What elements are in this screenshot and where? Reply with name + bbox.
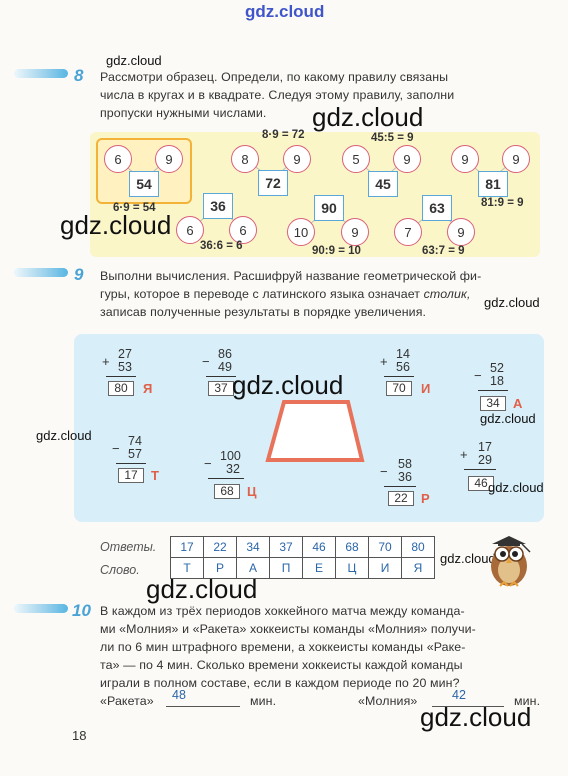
molniya-value: 42 — [452, 688, 466, 702]
answer-cell: 17 — [170, 536, 204, 558]
equation-sample: 6·9 = 54 — [113, 202, 156, 214]
result-box-1: 80 — [108, 381, 134, 396]
watermark: gdz.cloud — [420, 702, 532, 732]
answer-cell: 70 — [368, 536, 402, 558]
word-cell: Ц — [335, 557, 369, 579]
answers-table: 17 22 34 37 46 68 70 80 Т Р А П Е Ц И Я — [170, 536, 435, 579]
result-box-7: 22 — [388, 491, 414, 506]
word-cell: А — [236, 557, 270, 579]
answers-label: Ответы. — [100, 540, 157, 554]
circle-72-left: 8 — [231, 145, 259, 173]
circle-sample-right: 9 — [155, 145, 183, 173]
word-cell: П — [269, 557, 303, 579]
answer-cell: 37 — [269, 536, 303, 558]
watermark: gdz.cloud — [480, 411, 536, 426]
watermark: gdz.cloud — [488, 480, 544, 495]
square-36: 36 — [203, 193, 233, 219]
task9-text: Выполни вычисления. Расшифруй название г… — [100, 269, 482, 319]
task8-text: Рассмотри образец. Определи, по какому п… — [100, 70, 455, 120]
word-cell: И — [368, 557, 402, 579]
circle-81-left: 9 — [451, 145, 479, 173]
task10-number: 10 — [72, 601, 91, 620]
circle-81-right: 9 — [502, 145, 530, 173]
word-label: Слово. — [100, 563, 140, 577]
equation-90: 90:9 = 10 — [312, 245, 361, 257]
watermark: gdz.cloud — [484, 295, 540, 310]
result-box-3: 70 — [386, 381, 412, 396]
result-box-4: 34 — [480, 396, 506, 411]
letter-7: Р — [421, 491, 430, 506]
circle-45-right: 9 — [393, 145, 421, 173]
square-sample: 54 — [129, 171, 159, 197]
circle-63-left: 7 — [394, 218, 422, 246]
square-81: 81 — [478, 171, 508, 197]
circle-63-right: 9 — [447, 218, 475, 246]
result-box-5: 17 — [118, 468, 144, 483]
letter-6: Ц — [247, 484, 257, 499]
circle-72-right: 9 — [283, 145, 311, 173]
letter-5: Т — [151, 468, 159, 483]
watermark: gdz.cloud — [60, 210, 172, 240]
circle-36-left: 6 — [176, 216, 204, 244]
answer-cell: 80 — [401, 536, 435, 558]
raketa-label: «Ракета» — [100, 694, 154, 708]
equation-72: 8·9 = 72 — [262, 129, 305, 141]
task10-text: В каждом из трёх периодов хоккейного мат… — [100, 604, 476, 690]
task9-stripe — [14, 268, 68, 277]
word-cell: Я — [401, 557, 435, 579]
raketa-unit: мин. — [250, 694, 277, 708]
equation-45: 45:5 = 9 — [371, 132, 414, 144]
circle-sample-left: 6 — [104, 145, 132, 173]
raketa-answer-line — [166, 706, 240, 707]
raketa-value: 48 — [172, 688, 186, 702]
task9-number: 9 — [74, 265, 84, 284]
equation-36: 36:6 = 6 — [200, 240, 243, 252]
letter-4: А — [513, 396, 523, 411]
watermark: gdz.cloud — [106, 53, 162, 68]
answer-cell: 22 — [203, 536, 237, 558]
word-row: Т Р А П Е Ц И Я — [170, 557, 435, 579]
letter-1: Я — [143, 381, 153, 396]
square-45: 45 — [368, 171, 398, 197]
answer-cell: 46 — [302, 536, 336, 558]
task8-stripe — [14, 69, 68, 78]
word-cell: Т — [170, 557, 204, 579]
task8-number: 8 — [74, 66, 84, 85]
circle-90-right: 9 — [341, 218, 369, 246]
molniya-label: «Молния» — [358, 694, 418, 708]
watermark: gdz.cloud — [146, 574, 258, 604]
equation-81: 81:9 = 9 — [481, 197, 524, 209]
watermark: gdz.cloud — [312, 102, 424, 132]
equation-63: 63:7 = 9 — [422, 245, 465, 257]
circle-36-right: 6 — [229, 216, 257, 244]
word-cell: Е — [302, 557, 336, 579]
page-number: 18 — [72, 728, 87, 743]
square-72: 72 — [258, 170, 288, 196]
italic-word: столик, — [423, 287, 471, 301]
watermark: gdz.cloud — [232, 370, 344, 400]
square-63: 63 — [422, 195, 452, 221]
result-box-8: 46 — [468, 476, 494, 491]
answer-cell: 68 — [335, 536, 369, 558]
task10-stripe — [14, 604, 68, 613]
molniya-answer-line — [432, 706, 504, 707]
trapezoid-figure — [265, 400, 365, 462]
owl-icon — [491, 536, 531, 587]
molniya-unit: мин. — [514, 694, 541, 708]
answer-cell: 34 — [236, 536, 270, 558]
answers-row: 17 22 34 37 46 68 70 80 — [170, 536, 435, 558]
letter-3: И — [421, 381, 431, 396]
circle-45-left: 5 — [342, 145, 370, 173]
result-box-2: 37 — [208, 381, 234, 396]
watermark: gdz.cloud — [36, 428, 92, 443]
circle-90-left: 10 — [287, 218, 315, 246]
watermark: gdz.cloud — [440, 551, 496, 566]
square-90: 90 — [314, 195, 344, 221]
result-box-6: 68 — [214, 484, 240, 499]
watermark-top: gdz.cloud — [245, 2, 325, 21]
